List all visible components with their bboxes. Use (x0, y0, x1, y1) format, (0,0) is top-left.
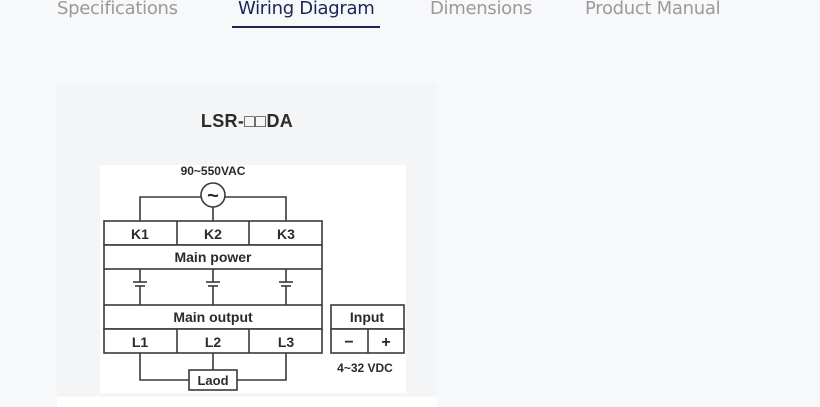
wiring-diagram-image: 90~550VAC ~ K1 K2 K3 Main power Main out… (100, 164, 406, 393)
wire-l3 (237, 353, 287, 381)
terminal-l2: L2 (205, 334, 222, 350)
load-box (188, 369, 238, 391)
active-tab-indicator (232, 26, 380, 28)
tab-wiring-diagram[interactable]: Wiring Diagram (238, 0, 375, 19)
panel-bottom-strip (57, 397, 437, 407)
control-input-block (330, 304, 405, 330)
diagram-title: LSR-□□DA (200, 111, 294, 131)
control-plus-terminal: + (381, 334, 390, 351)
output-terminal-row (103, 328, 323, 354)
terminal-k1: K1 (131, 226, 149, 242)
load-label: Laod (197, 373, 228, 388)
terminal-l1: L1 (132, 334, 149, 350)
control-voltage-label: 4~32 VDC (337, 361, 393, 375)
tab-bar: Specifications Wiring Diagram Dimensions… (0, 0, 820, 32)
control-minus-terminal: − (344, 334, 353, 351)
terminal-k3: K3 (277, 226, 295, 242)
wiring-diagram-svg: 90~550VAC ~ K1 K2 K3 Main power Main out… (103, 164, 405, 391)
wire-k3 (225, 196, 287, 222)
control-input-label: Input (350, 309, 385, 325)
ac-supply-label: 90~550VAC (181, 165, 246, 178)
main-output-label: Main output (173, 309, 253, 325)
ac-source-symbol: ~ (207, 185, 219, 207)
tab-dimensions[interactable]: Dimensions (430, 0, 533, 19)
tab-specifications[interactable]: Specifications (57, 0, 178, 19)
main-power-label: Main power (174, 249, 252, 265)
ac-source-icon (200, 182, 226, 208)
wire-k1 (139, 196, 201, 222)
terminal-l3: L3 (278, 334, 295, 350)
terminal-k2: K2 (204, 226, 222, 242)
main-output-block (103, 304, 323, 330)
tab-product-manual[interactable]: Product Manual (585, 0, 721, 19)
wire-l1 (139, 353, 189, 381)
